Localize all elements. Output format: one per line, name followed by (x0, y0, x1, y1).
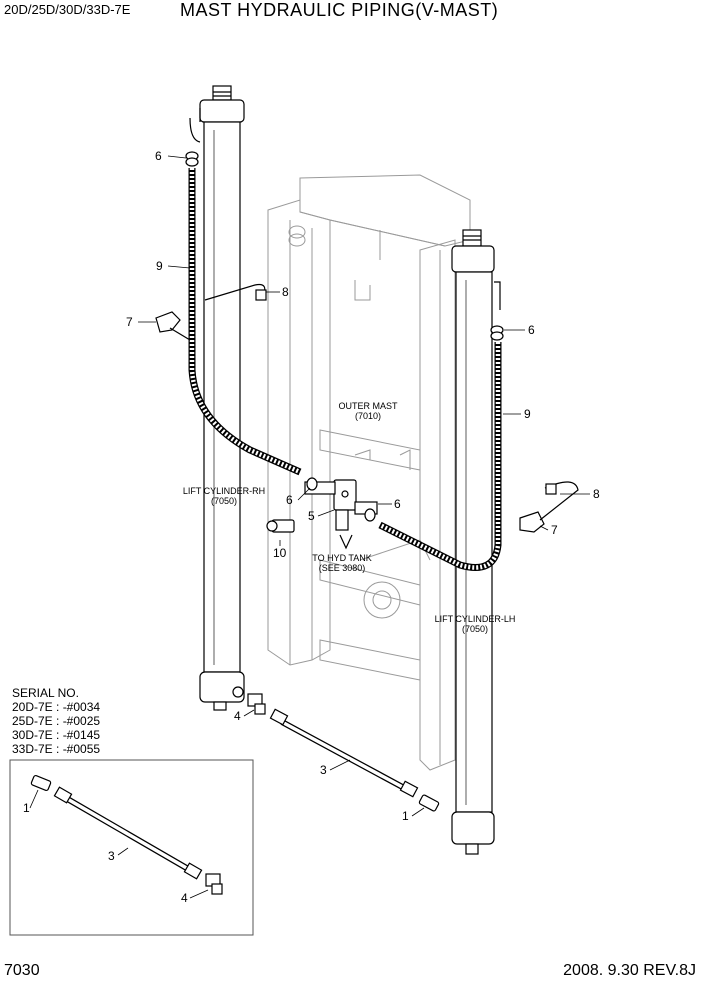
serial-entry: 25D-7E : -#0025 (12, 714, 101, 728)
outer-mast-frame (267, 174, 471, 771)
callout-4-a: 4 (234, 709, 241, 723)
clamp-6-mid-left (306, 477, 318, 491)
label-to-hyd-tank: TO HYD TANK (312, 553, 372, 563)
callout-8-b: 8 (593, 487, 600, 501)
callout-6-b: 6 (528, 323, 535, 337)
bracket-8-left (204, 283, 267, 301)
callout-5: 5 (308, 509, 315, 523)
hose-9-left (188, 168, 302, 476)
label-outer-mast-ref: (7010) (355, 411, 381, 421)
callout-1-a: 1 (402, 809, 409, 823)
hose-9-right (378, 342, 502, 571)
pipe-3-main (269, 708, 419, 798)
label-lift-cylinder-rh-ref: (7050) (211, 496, 237, 506)
callout-10: 10 (273, 546, 287, 560)
callout-9-a: 9 (156, 259, 163, 273)
adapter-1-main (418, 794, 440, 812)
bracket-8-right (539, 481, 579, 521)
clamp-6-mid-right (364, 508, 376, 522)
callout-8-a: 8 (282, 285, 289, 299)
clip-7-left (155, 311, 191, 341)
label-outer-mast: OUTER MAST (338, 401, 398, 411)
revision-date: 2008. 9.30 REV.8J (563, 962, 696, 979)
callout-3-a: 3 (320, 763, 327, 777)
label-to-hyd-tank-ref: (SEE 3080) (319, 563, 366, 573)
lift-cylinder-rh (189, 85, 245, 711)
model-list: 20D/25D/30D/33D-7E (4, 2, 131, 17)
callout-7-b: 7 (551, 523, 558, 537)
clamp-6-top-right (490, 325, 504, 341)
label-lift-cylinder-rh: LIFT CYLINDER-RH (183, 486, 265, 496)
clamp-6-top-left (185, 151, 199, 167)
serial-entry: 20D-7E : -#0034 (12, 700, 101, 714)
callout-6-d: 6 (394, 497, 401, 511)
label-lift-cylinder-lh-ref: (7050) (462, 624, 488, 634)
callout-6-a: 6 (155, 149, 162, 163)
page-title: MAST HYDRAULIC PIPING(V-MAST) (180, 0, 499, 20)
serial-number-list: SERIAL NO. 20D-7E : -#0034 25D-7E : -#00… (12, 686, 100, 756)
callout-3-b: 3 (108, 849, 115, 863)
leader-lines (29, 155, 590, 899)
serial-entry: 30D-7E : -#0145 (12, 728, 101, 742)
callout-4-b: 4 (181, 891, 188, 905)
label-lift-cylinder-lh: LIFT CYLINDER-LH (435, 614, 516, 624)
serial-heading: SERIAL NO. (12, 686, 79, 700)
elbow-4-main (247, 693, 266, 715)
serial-inset-box (9, 759, 254, 936)
callout-1-b: 1 (23, 801, 30, 815)
clip-7-right (519, 511, 545, 533)
callout-9-b: 9 (524, 407, 531, 421)
lift-cylinder-lh (451, 229, 501, 855)
page-number: 7030 (4, 962, 40, 979)
fitting-10 (266, 519, 295, 533)
callout-7-a: 7 (126, 315, 133, 329)
callout-6-c: 6 (286, 493, 293, 507)
serial-entry: 33D-7E : -#0055 (12, 742, 101, 756)
